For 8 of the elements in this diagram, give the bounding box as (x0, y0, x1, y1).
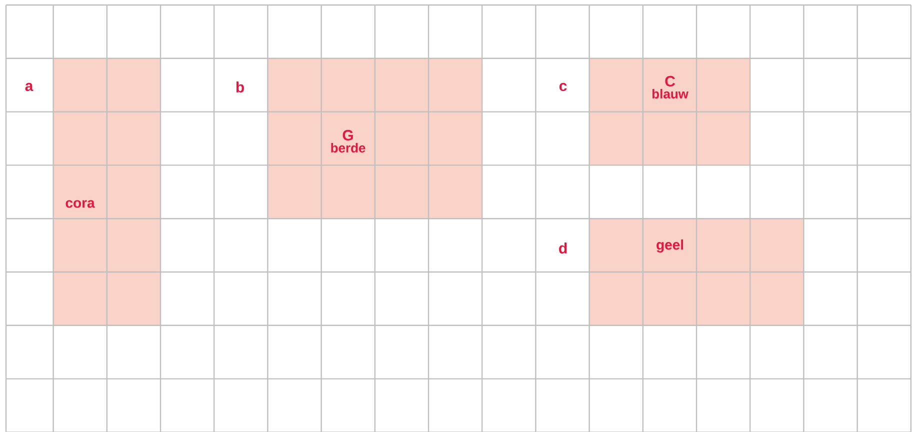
exercise-letter: c (559, 82, 567, 92)
shaded-area: G berde (268, 58, 482, 219)
exercise-letter: b (236, 82, 244, 92)
shaded-area: cora (53, 58, 160, 326)
shaded-area: C blauw (589, 58, 750, 166)
shaded-area: geel (589, 218, 804, 326)
exercise-letter: a (25, 82, 34, 92)
exercise-letter: d (559, 242, 567, 254)
